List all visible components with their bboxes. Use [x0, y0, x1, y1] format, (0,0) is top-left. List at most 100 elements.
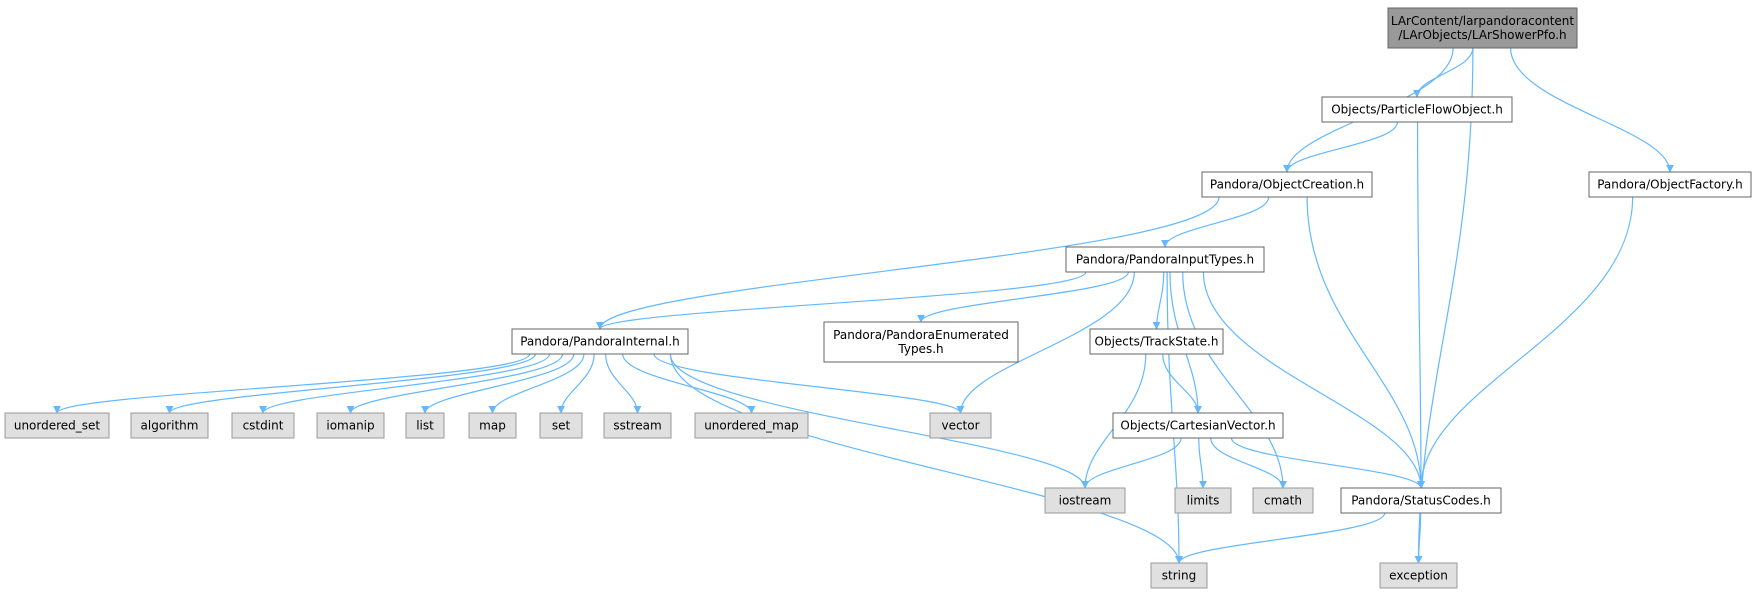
node-vector: vector	[929, 412, 992, 439]
node-box	[1089, 328, 1224, 355]
node-label: sstream	[613, 419, 661, 433]
node-box	[1044, 487, 1126, 514]
node-label: iostream	[1059, 494, 1112, 508]
node-box	[1321, 96, 1513, 123]
node-label: set	[552, 419, 571, 433]
edge-pfo-to-statuscodes	[1416, 121, 1425, 489]
edge-internal-to-vector	[653, 353, 965, 414]
node-cmath: cmath	[1252, 487, 1314, 514]
node-unordered-map: unordered_map	[694, 412, 809, 439]
edge-inputtypes-to-enumerated	[917, 271, 1129, 323]
edge-inputtypes-to-internal	[596, 271, 1087, 330]
edge-cartesian-to-cmath	[1210, 437, 1287, 489]
edge-internal-to-unordered_set	[53, 353, 531, 414]
node-box	[1065, 246, 1265, 273]
edges-layer	[53, 47, 1674, 564]
node-box	[1252, 487, 1314, 514]
node-internal[interactable]: Pandora/PandoraInternal.h	[511, 328, 689, 355]
node-label: string	[1162, 569, 1196, 583]
edge-statuscodes-to-string	[1175, 512, 1386, 564]
node-box	[468, 412, 517, 439]
node-label: algorithm	[141, 419, 199, 433]
edge-cartesian-to-iostream	[1081, 437, 1182, 489]
edge-objcreation-to-internal	[596, 196, 1220, 330]
node-box	[231, 412, 295, 439]
node-box	[316, 412, 385, 439]
edge-internal-to-list	[421, 353, 575, 414]
node-algorithm: algorithm	[130, 412, 209, 439]
node-box	[1340, 487, 1502, 514]
node-root[interactable]: LArContent/larpandoracontent/LArObjects/…	[1387, 7, 1578, 49]
node-box	[405, 412, 445, 439]
node-label: Objects/CartesianVector.h	[1120, 419, 1275, 433]
edge-internal-to-string	[669, 353, 1183, 564]
node-iomanip: iomanip	[316, 412, 385, 439]
node-label: Objects/ParticleFlowObject.h	[1331, 103, 1503, 117]
node-list: list	[405, 412, 445, 439]
node-limits: limits	[1174, 487, 1232, 514]
edge-objfactory-to-statuscodes	[1417, 196, 1634, 489]
node-cartesian[interactable]: Objects/CartesianVector.h	[1112, 412, 1284, 439]
node-iostream: iostream	[1044, 487, 1126, 514]
node-statuscodes[interactable]: Pandora/StatusCodes.h	[1340, 487, 1502, 514]
node-box	[1201, 171, 1373, 198]
node-label: cmath	[1264, 494, 1302, 508]
edge-internal-to-sstream	[605, 353, 642, 414]
node-label: Pandora/PandoraInputTypes.h	[1076, 253, 1254, 267]
node-box	[694, 412, 809, 439]
edge-internal-to-map	[488, 353, 585, 414]
edge-internal-to-unordered_map	[622, 353, 756, 414]
nodes-layer: LArContent/larpandoracontent/LArObjects/…	[4, 7, 1752, 589]
node-box	[130, 412, 209, 439]
edge-inputtypes-to-trackstate	[1152, 271, 1165, 330]
node-box	[1379, 562, 1458, 589]
node-label: unordered_set	[14, 419, 101, 433]
node-label: unordered_map	[704, 419, 799, 433]
node-label: exception	[1389, 569, 1448, 583]
node-objfactory[interactable]: Pandora/ObjectFactory.h	[1588, 171, 1752, 198]
node-box	[823, 321, 1019, 363]
node-label: list	[416, 419, 434, 433]
node-box	[603, 412, 672, 439]
node-label: Pandora/ObjectCreation.h	[1210, 178, 1364, 192]
edge-internal-to-cstdint	[259, 353, 551, 414]
node-trackstate[interactable]: Objects/TrackState.h	[1089, 328, 1224, 355]
node-box	[4, 412, 110, 439]
node-label: Pandora/PandoraEnumerated	[833, 328, 1009, 342]
node-exception: exception	[1379, 562, 1458, 589]
node-inputtypes[interactable]: Pandora/PandoraInputTypes.h	[1065, 246, 1265, 273]
node-set: set	[539, 412, 583, 439]
edge-cartesian-to-statuscodes	[1230, 437, 1425, 489]
edge-inputtypes-to-vector	[956, 271, 1135, 414]
node-box	[1174, 487, 1232, 514]
node-label: limits	[1187, 494, 1220, 508]
node-box	[1112, 412, 1284, 439]
node-unordered-set: unordered_set	[4, 412, 110, 439]
edge-statuscodes-to-exception	[1414, 512, 1423, 564]
node-box	[511, 328, 689, 355]
edge-internal-to-iomanip	[346, 353, 564, 414]
edge-root-to-pfo	[1413, 47, 1474, 98]
node-pfo[interactable]: Objects/ParticleFlowObject.h	[1321, 96, 1513, 123]
edge-cartesian-to-limits	[1198, 437, 1207, 489]
edge-inputtypes-to-statuscodes	[1202, 271, 1425, 489]
node-objcreation[interactable]: Pandora/ObjectCreation.h	[1201, 171, 1373, 198]
edge-pfo-to-objcreation	[1283, 121, 1399, 173]
edge-internal-to-algorithm	[165, 353, 537, 414]
node-box	[539, 412, 583, 439]
edge-internal-to-set	[557, 353, 595, 414]
node-box	[1387, 7, 1578, 49]
node-label: vector	[941, 419, 979, 433]
edge-internal-to-iostream	[669, 353, 1089, 489]
node-label: Pandora/PandoraInternal.h	[520, 335, 680, 349]
node-sstream: sstream	[603, 412, 672, 439]
edge-objcreation-to-statuscodes	[1306, 196, 1425, 489]
node-box	[929, 412, 992, 439]
node-box	[1150, 562, 1208, 589]
edge-inputtypes-to-cmath	[1182, 271, 1287, 489]
edge-root-to-exception	[1414, 47, 1474, 564]
node-label: Pandora/ObjectFactory.h	[1597, 178, 1743, 192]
node-label: Pandora/StatusCodes.h	[1351, 494, 1491, 508]
node-label: Types.h	[897, 342, 943, 356]
